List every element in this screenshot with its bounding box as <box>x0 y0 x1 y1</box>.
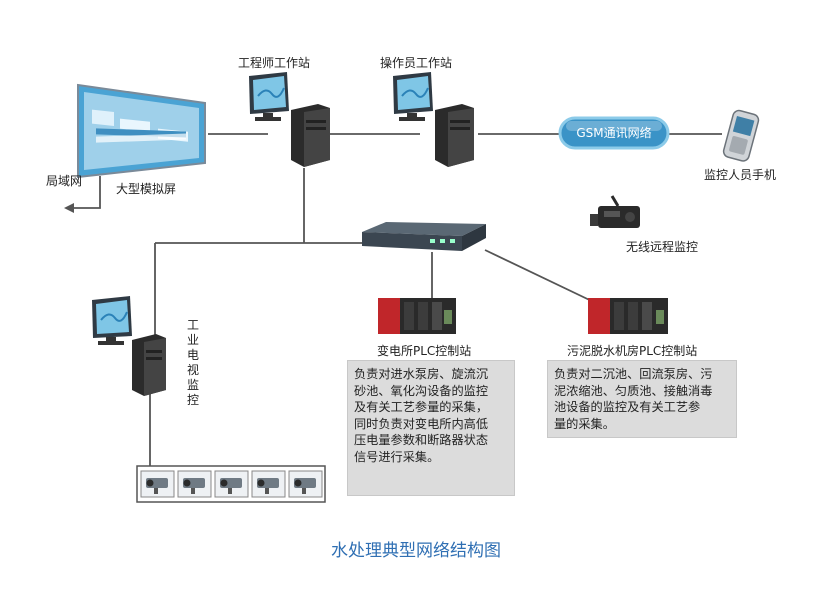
plc1-label: 变电所PLC控制站 <box>377 344 472 358</box>
plc2-rack-icon <box>588 298 668 334</box>
engineer-computer-icon <box>249 72 330 167</box>
tv-monitor-computer-icon <box>92 296 166 396</box>
engineer-station-label: 工程师工作站 <box>238 56 311 70</box>
gsm-network-icon <box>558 116 670 150</box>
diagram-caption: 水处理典型网络结构图 <box>331 541 501 561</box>
camera-icon-2 <box>177 470 212 498</box>
lan-label: 局域网 <box>46 174 83 188</box>
plc2-label: 污泥脱水机房PLC控制站 <box>567 344 698 358</box>
line-switch-to-plc2 <box>484 249 601 306</box>
lan-arrow-head <box>64 203 74 213</box>
wireless-radio-icon <box>590 195 640 228</box>
big-screen-icon <box>77 83 206 179</box>
camera-icon-5 <box>288 470 323 498</box>
camera-icon-3 <box>214 470 249 498</box>
big-screen-label: 大型模拟屏 <box>116 182 177 196</box>
camera-icon-4 <box>251 470 286 498</box>
camera-icon-1 <box>140 470 175 498</box>
mobile-phone-icon <box>722 109 760 162</box>
lan-arrow-line <box>72 176 101 209</box>
tv-monitor-label: 工业电视监控 <box>186 318 199 407</box>
plc1-description: 负责对进水泵房、旋流沉 砂池、氧化沟设备的监控 及有关工艺参量的采集， 同时负责… <box>347 360 515 496</box>
operator-computer-icon <box>393 72 474 167</box>
wireless-label: 无线远程监控 <box>626 240 699 254</box>
network-switch-icon <box>362 222 486 251</box>
plc1-rack-icon <box>378 298 456 334</box>
gsm-label: GSM通讯网络 <box>576 126 652 140</box>
camera-bank <box>136 465 326 503</box>
connection-lines <box>72 133 722 466</box>
operator-station-label: 操作员工作站 <box>380 56 453 70</box>
phone-label: 监控人员手机 <box>704 168 777 182</box>
plc2-description: 负责对二沉池、回流泵房、污 泥浓缩池、匀质池、接触消毒 池设备的监控及有关工艺参… <box>547 360 737 438</box>
